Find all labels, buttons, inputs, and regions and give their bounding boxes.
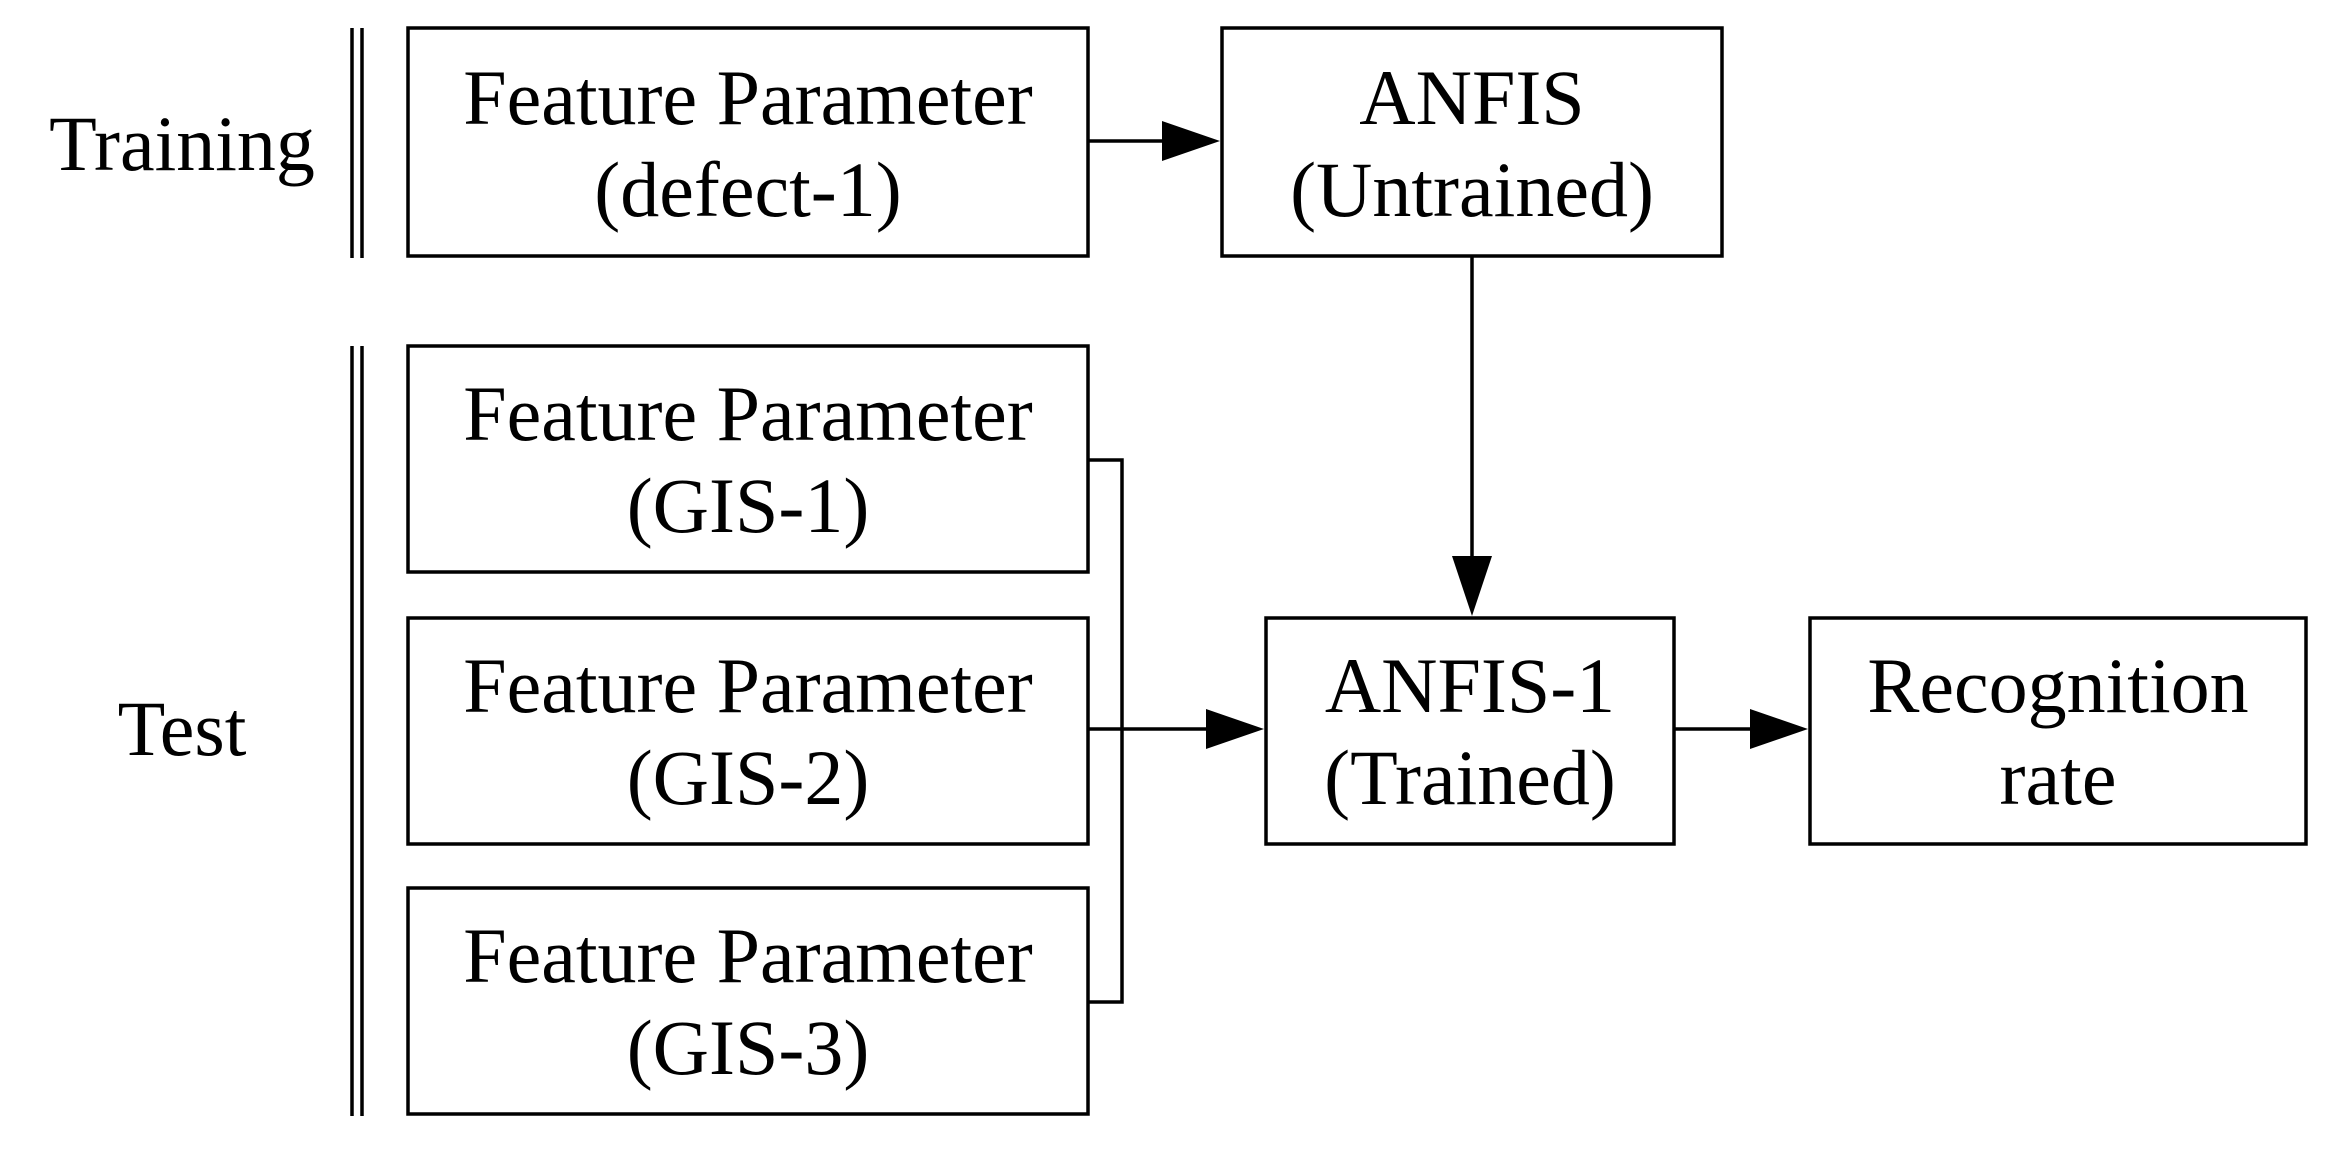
feature-parameter-gis-1-box: Feature Parameter (GIS-1)	[406, 344, 1090, 574]
anfis-untrained-box: ANFIS (Untrained)	[1220, 26, 1724, 258]
box-line2: (GIS-1)	[627, 462, 870, 549]
box-line1: Feature Parameter	[463, 54, 1033, 141]
gis-bracket-connector	[1088, 458, 1264, 1004]
test-separator	[350, 346, 364, 1116]
arrow-defect1-to-anfis	[1088, 121, 1220, 161]
training-separator	[350, 28, 364, 258]
arrow-anfis-to-anfis1	[1452, 256, 1492, 616]
box-line1: Feature Parameter	[463, 912, 1033, 999]
recognition-rate-box: Recognition rate	[1808, 616, 2308, 846]
box-line1: Recognition	[1867, 642, 2248, 729]
box-line2: (GIS-3)	[627, 1004, 870, 1091]
test-section-label: Test	[118, 685, 247, 772]
box-line1: Feature Parameter	[463, 370, 1033, 457]
box-line1: Feature Parameter	[463, 642, 1033, 729]
feature-parameter-gis-2-box: Feature Parameter (GIS-2)	[406, 616, 1090, 846]
feature-parameter-defect-1-box: Feature Parameter (defect-1)	[406, 26, 1090, 258]
anfis-1-trained-box: ANFIS-1 (Trained)	[1264, 616, 1676, 846]
box-line2: rate	[2000, 734, 2117, 821]
box-line2: (GIS-2)	[627, 734, 870, 821]
box-line2: (Trained)	[1324, 734, 1616, 821]
box-line1: ANFIS-1	[1325, 642, 1615, 729]
feature-parameter-gis-3-box: Feature Parameter (GIS-3)	[406, 886, 1090, 1116]
box-line1: ANFIS	[1359, 54, 1584, 141]
training-section-label: Training	[49, 100, 315, 187]
box-line2: (Untrained)	[1290, 146, 1654, 233]
box-line2: (defect-1)	[594, 146, 901, 233]
arrow-anfis1-to-recognition	[1674, 709, 1808, 749]
